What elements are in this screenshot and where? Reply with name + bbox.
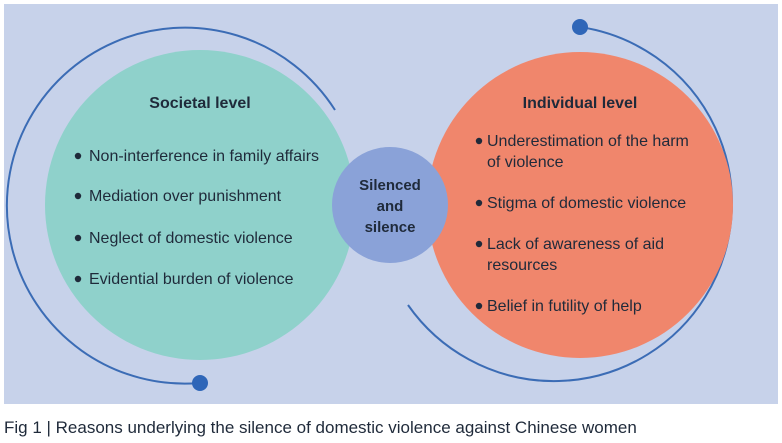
individual-item-label: Underestimation of the harm [487, 133, 689, 150]
individual-level-heading: Individual level [523, 95, 638, 112]
center-label-line: silence [365, 219, 416, 236]
societal-item-label: Mediation over punishment [89, 188, 282, 205]
bullet-icon [74, 192, 82, 200]
individual-item-label: Lack of awareness of aid [487, 236, 664, 253]
societal-list-item: Non-interference in family affairs [74, 148, 319, 165]
center-label: Silenced and silence [359, 177, 421, 236]
societal-list-item: Mediation over punishment [74, 188, 282, 205]
societal-list-item: Neglect of domestic violence [74, 230, 293, 247]
societal-list-item: Evidential burden of violence [74, 271, 294, 288]
societal-item-label: Neglect of domestic violence [89, 230, 293, 247]
individual-list-item: Belief in futility of help [475, 298, 642, 315]
bullet-icon [74, 275, 82, 283]
figure-caption: Fig 1 | Reasons underlying the silence o… [4, 418, 637, 437]
individual-ring-arc [407, 26, 733, 383]
bullet-icon [74, 152, 82, 160]
societal-level-heading: Societal level [149, 95, 250, 112]
bullet-icon [74, 234, 82, 242]
societal-item-label: Non-interference in family affairs [89, 148, 319, 165]
bullet-icon [475, 302, 483, 310]
individual-ring-dot [572, 19, 588, 35]
individual-list-item: Lack of awareness of aid resources [475, 236, 664, 274]
individual-level-list: Underestimation of the harm of violenceSt… [475, 133, 689, 315]
societal-level-list: Non-interference in family affairsMediat… [74, 148, 319, 288]
bullet-icon [475, 199, 483, 207]
bullet-icon [475, 240, 483, 248]
societal-ring-arc [5, 26, 336, 385]
societal-level-circle [45, 50, 355, 360]
individual-level-circle [427, 52, 733, 358]
individual-list-item: Stigma of domestic violence [475, 195, 686, 212]
societal-item-label: Evidential burden of violence [89, 271, 294, 288]
silenced-and-silence-circle [332, 147, 448, 263]
individual-list-item: Underestimation of the harm of violence [475, 133, 689, 171]
center-label-line: and [377, 198, 404, 215]
individual-item-label: of violence [487, 154, 564, 171]
individual-item-label: resources [487, 257, 557, 274]
societal-ring-dot [192, 375, 208, 391]
center-label-line: Silenced [359, 177, 421, 194]
individual-item-label: Stigma of domestic violence [487, 195, 686, 212]
bullet-icon [475, 137, 483, 145]
individual-item-label: Belief in futility of help [487, 298, 642, 315]
